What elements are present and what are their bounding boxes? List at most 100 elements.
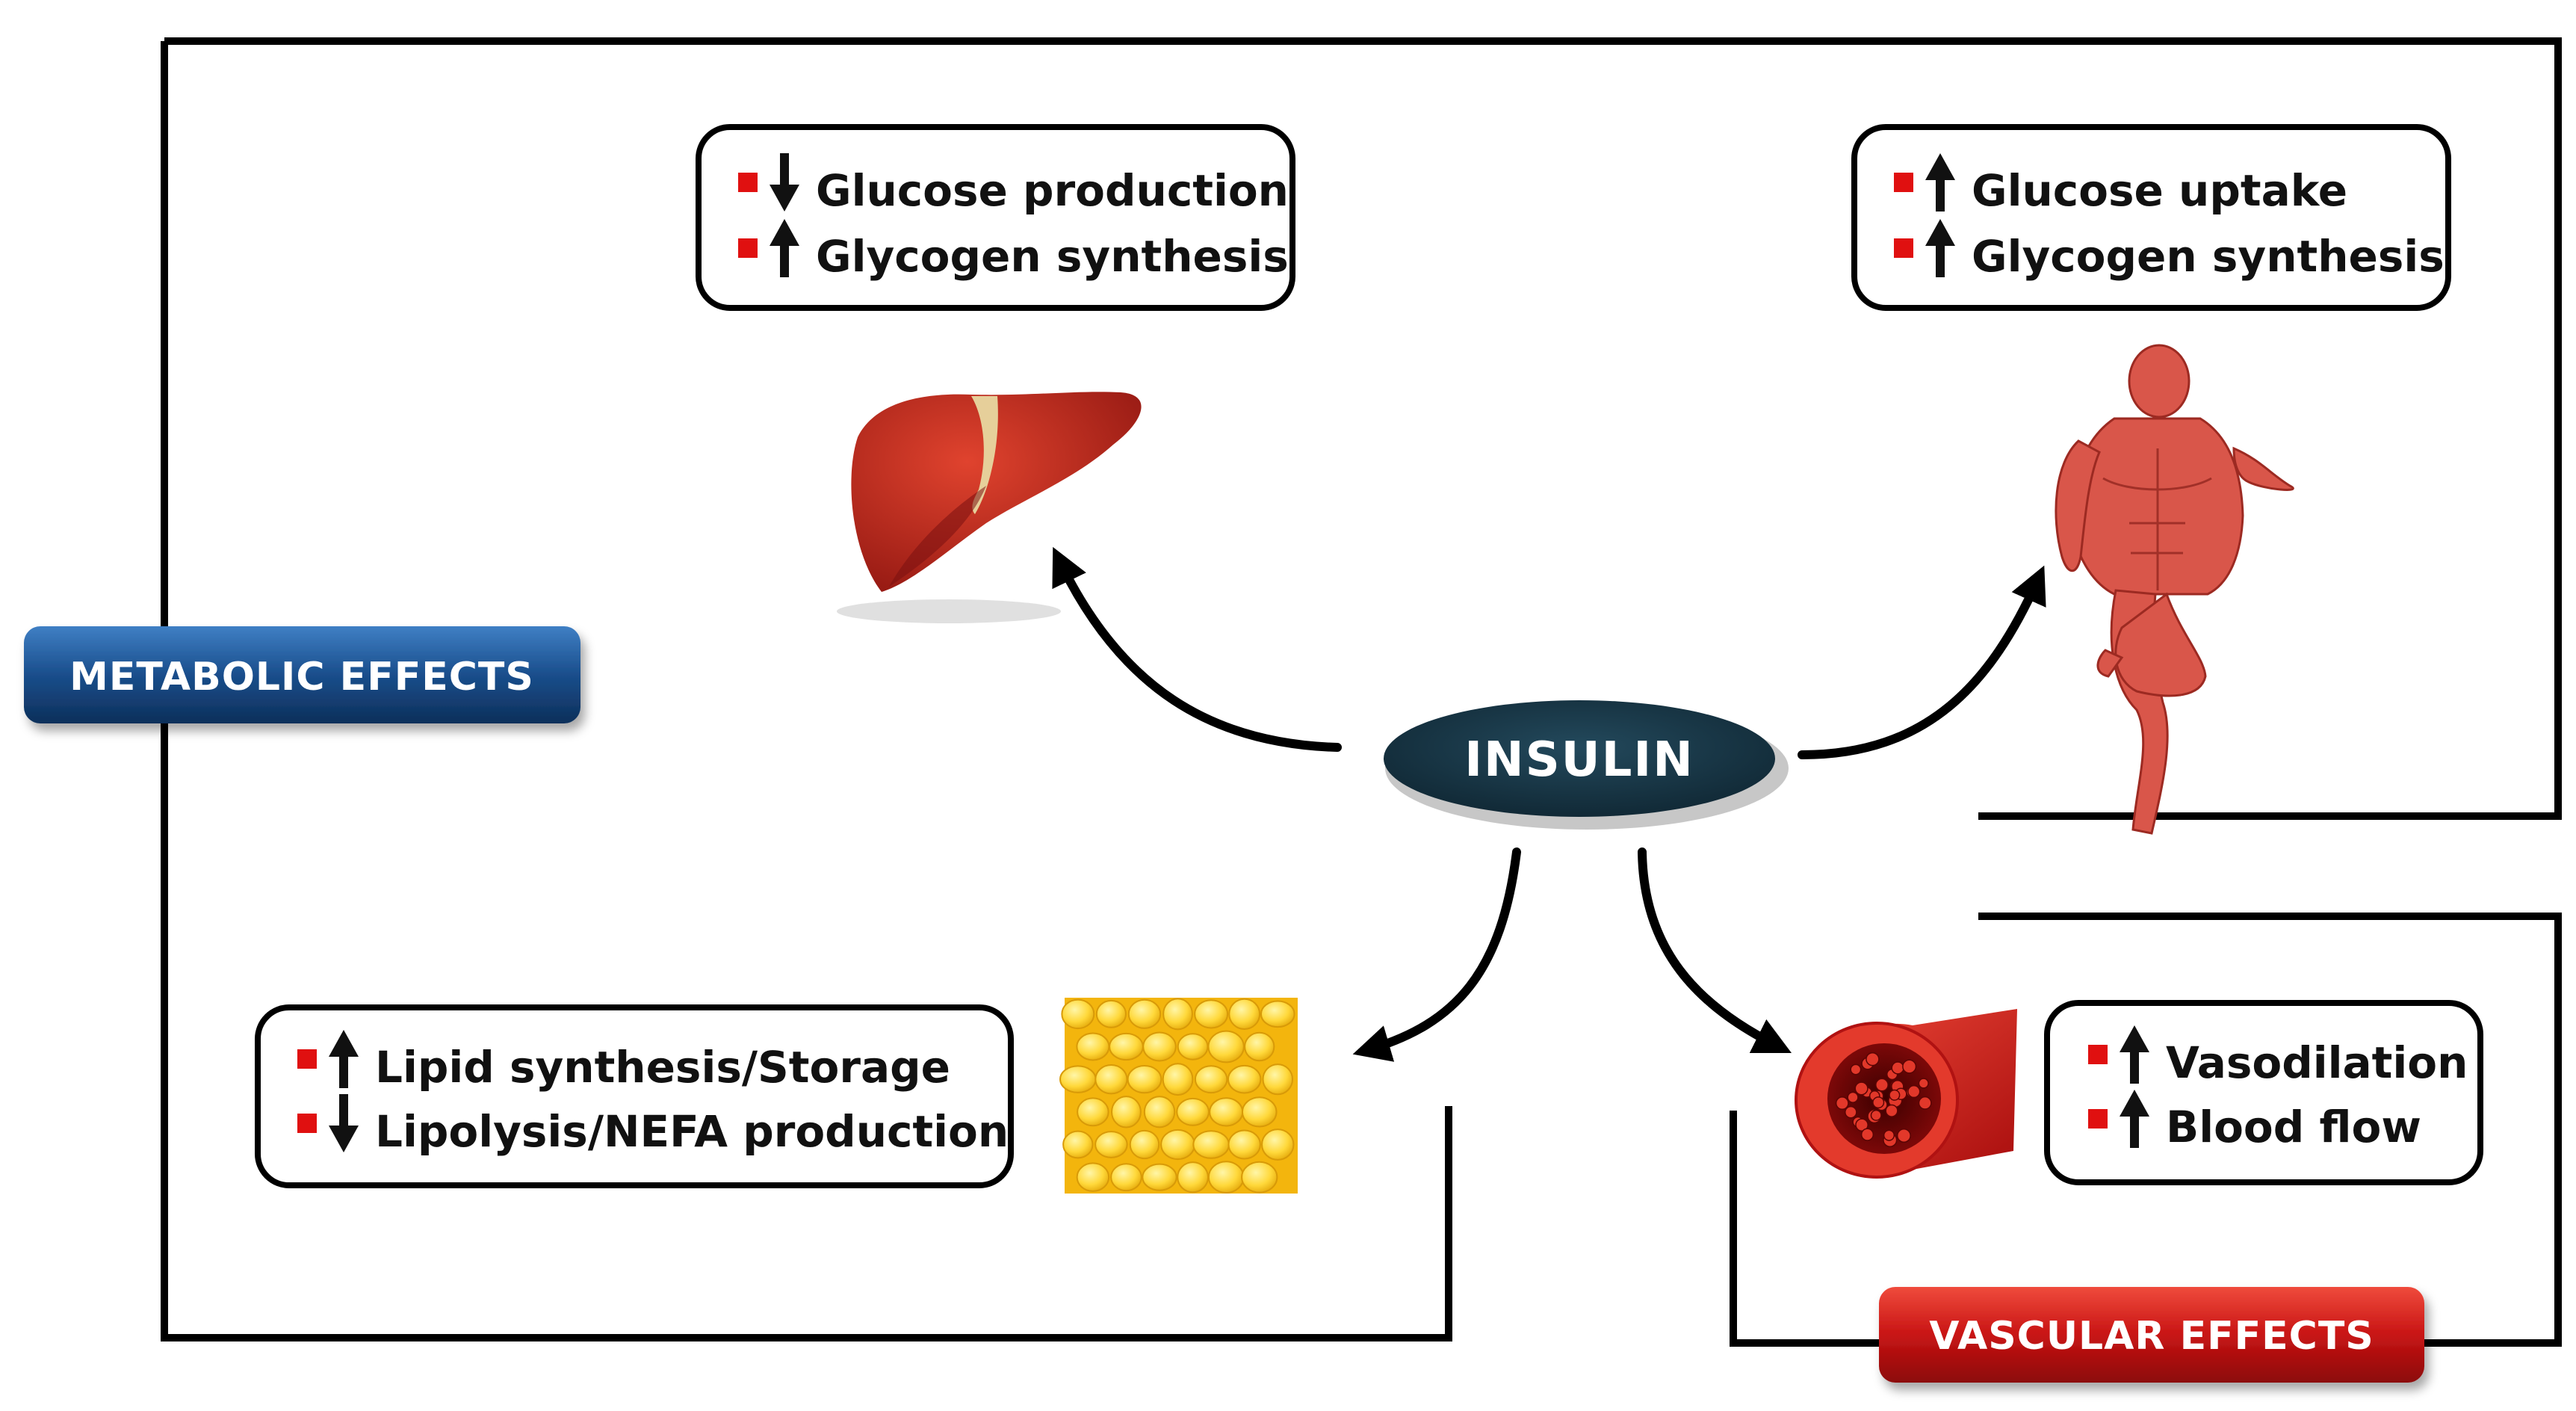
fat-cell [1228, 998, 1261, 1030]
blood-cell [1870, 1109, 1882, 1121]
fat-cell [1194, 1065, 1228, 1094]
fat-cell [1059, 1065, 1097, 1093]
arrows [1052, 546, 2046, 1062]
blood-cell [1918, 1078, 1929, 1089]
bullet-marker [738, 238, 758, 258]
arrow-up-icon [2120, 1090, 2149, 1148]
fat-cell [1127, 1065, 1162, 1094]
adipose-effects-frame [255, 1004, 1014, 1188]
fat-cell [1076, 1162, 1110, 1192]
effect-row: Lipid synthesis/Storage [297, 1030, 950, 1093]
metabolic-frame-outline [164, 37, 2562, 820]
vascular-effects-tag: VASCULAR EFFECTS [1879, 1287, 2424, 1383]
effect-row: Glycogen synthesis [1894, 219, 2445, 282]
liver-icon-shadow [837, 599, 1061, 623]
fat-cell [1192, 1130, 1230, 1159]
insulin-hub-label: INSULIN [1464, 732, 1694, 788]
muscle-body-head [2128, 344, 2190, 419]
fat-cell [1227, 1064, 1262, 1094]
fat-cell [1260, 1000, 1295, 1028]
fat-cell [1194, 999, 1229, 1029]
fat-cell [1062, 1130, 1094, 1159]
effect-text: Glycogen synthesis [1972, 231, 2445, 282]
fat-cell [1177, 1033, 1209, 1060]
effect-text: Blood flow [2166, 1102, 2421, 1152]
fat-cell [1095, 1131, 1128, 1158]
blood-cell [1896, 1129, 1911, 1143]
fat-cell [1076, 1032, 1110, 1061]
effect-text: Lipid synthesis/Storage [375, 1042, 950, 1093]
fat-cell [1077, 1097, 1109, 1127]
arrow-up-icon [329, 1030, 359, 1088]
blood-cell [1902, 1059, 1917, 1074]
fat-cell [1109, 1032, 1144, 1061]
blood-cell [1875, 1078, 1889, 1092]
fat-cell [1207, 1030, 1245, 1063]
effect-text: Glycogen synthesis [816, 231, 1289, 282]
blood-cell [1918, 1096, 1932, 1110]
fat-cell [1127, 998, 1162, 1029]
muscle-body-ab-line-2 [2129, 522, 2185, 555]
insulin-hub: INSULIN [1384, 700, 1789, 830]
fat-cell [1095, 1063, 1128, 1095]
blood-cell [1872, 1096, 1885, 1109]
arrow-to-adipose [1352, 847, 1521, 1062]
arrow-to-muscle [1798, 565, 2046, 759]
blood-cell [1854, 1081, 1868, 1096]
insulin-hub-ellipse [1384, 700, 1775, 817]
fat-cell [1241, 1161, 1278, 1194]
arrow-up-icon [1925, 219, 1955, 277]
fat-cell [1209, 1097, 1244, 1127]
fat-cell [1244, 1031, 1275, 1062]
blood-cell [1907, 1084, 1921, 1099]
arrow-to-vessel [1638, 847, 1792, 1054]
blood-cell [1891, 1061, 1904, 1075]
fat-cell [1207, 1161, 1245, 1194]
arrow-down-icon [770, 153, 799, 212]
fat-cell [1143, 1096, 1176, 1129]
arrow-up-icon [1925, 153, 1955, 212]
fat-cell [1262, 1063, 1294, 1096]
fat-cell [1142, 1163, 1177, 1191]
fat-cell [1162, 1063, 1194, 1096]
fat-cell [1227, 1129, 1261, 1160]
arrow-to-liver [1052, 546, 1342, 752]
effect-text: Vasodilation [2166, 1037, 2468, 1088]
fat-cell [1129, 1129, 1160, 1160]
bullet-marker [297, 1114, 317, 1133]
adipose-tissue-icon [1059, 998, 1298, 1194]
effect-text: Glucose uptake [1972, 165, 2347, 216]
muscle-body-right-arm [2232, 446, 2294, 491]
effect-row: Vasodilation [2088, 1025, 2468, 1088]
blood-cell [1835, 1096, 1849, 1110]
arrow-up-icon [2120, 1025, 2149, 1084]
bullet-marker [2088, 1109, 2108, 1129]
blood-cell [1860, 1128, 1874, 1141]
metabolic-effects-tag: METABOLIC EFFECTS [24, 626, 580, 723]
liver-icon [837, 392, 1142, 623]
liver-icon-shading [889, 486, 986, 587]
blood-cell [1883, 1129, 1895, 1141]
liver-effects-frame [696, 124, 1295, 311]
vascular-effects-tag-bg [1879, 1287, 2424, 1383]
effect-row: Blood flow [2088, 1090, 2421, 1152]
bullet-marker [1894, 238, 1913, 258]
blood-vessel-cells [1835, 1052, 1932, 1148]
effect-row: Lipolysis/NEFA production [297, 1094, 1009, 1157]
blood-cell [1847, 1091, 1859, 1103]
effect-text: Lipolysis/NEFA production [375, 1106, 1009, 1157]
fat-cell [1177, 1161, 1209, 1194]
blood-cell [1850, 1063, 1862, 1075]
muscle-body-icon [2055, 344, 2294, 835]
liver-icon-ligament [971, 396, 998, 514]
fat-cell [1111, 1096, 1142, 1129]
arrow-up-icon [770, 219, 799, 277]
muscle-body-right-foot [2096, 649, 2124, 678]
